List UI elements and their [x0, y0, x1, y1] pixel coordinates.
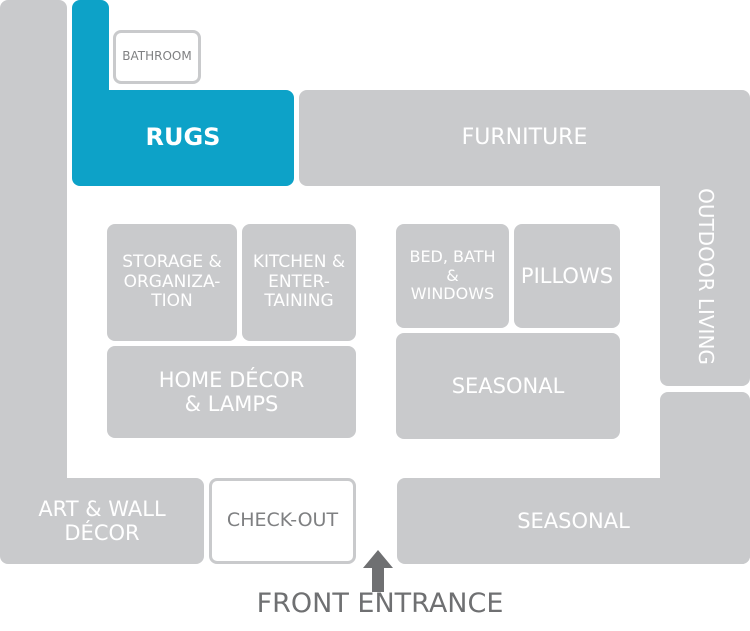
department-pillows[interactable]: PILLOWS [514, 224, 620, 328]
department-bed-bath-windows[interactable]: BED, BATH & WINDOWS [396, 224, 509, 328]
department-rugs[interactable]: RUGS [72, 90, 294, 186]
department-bathroom[interactable]: BATHROOM [113, 30, 201, 84]
rugs-label: RUGS [145, 123, 221, 152]
outdoor-living-label: OUTDOOR LIVING [693, 187, 718, 365]
entrance-arrow-icon [363, 550, 393, 592]
department-storage-organization[interactable]: STORAGE & ORGANIZA- TION [107, 224, 237, 341]
department-check-out[interactable]: CHECK-OUT [209, 478, 356, 564]
seasonal-center-label: SEASONAL [451, 373, 565, 398]
left-wall [0, 0, 67, 520]
front-entrance-label: FRONT ENTRANCE [256, 588, 504, 619]
seasonal-front-label: SEASONAL [517, 508, 630, 533]
department-art-wall-decor[interactable]: ART & WALL DÉCOR [0, 478, 204, 564]
storage-organization-label: STORAGE & ORGANIZA- TION [122, 252, 222, 312]
kitchen-entertaining-label: KITCHEN & ENTER- TAINING [252, 252, 346, 312]
art-wall-decor-label: ART & WALL DÉCOR [38, 496, 166, 545]
department-home-decor-lamps[interactable]: HOME DÉCOR & LAMPS [107, 346, 356, 438]
check-out-label: CHECK-OUT [226, 509, 339, 532]
department-seasonal-front[interactable]: SEASONAL [397, 478, 750, 564]
furniture-label: FURNITURE [461, 125, 588, 151]
bed-bath-windows-label: BED, BATH & WINDOWS [409, 247, 496, 304]
pillows-label: PILLOWS [520, 263, 614, 288]
home-decor-lamps-label: HOME DÉCOR & LAMPS [158, 367, 305, 416]
department-outdoor-living[interactable]: OUTDOOR LIVING [660, 166, 750, 386]
department-seasonal-center[interactable]: SEASONAL [396, 333, 620, 439]
department-kitchen-entertaining[interactable]: KITCHEN & ENTER- TAINING [242, 224, 356, 341]
bathroom-label: BATHROOM [122, 49, 192, 64]
